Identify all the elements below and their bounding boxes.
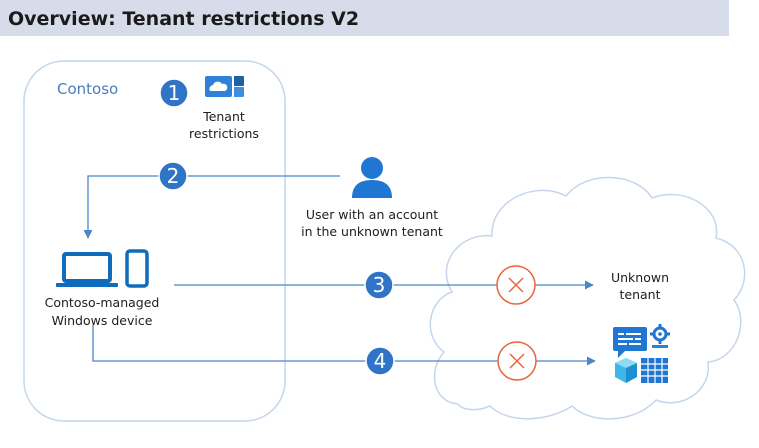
- app-resources-icon: [613, 324, 670, 383]
- user-label-line2: in the unknown tenant: [301, 224, 443, 239]
- block-icon: [497, 341, 537, 381]
- step-3-number: 3: [373, 273, 386, 297]
- tenant-restrictions-icon: [205, 76, 244, 97]
- user-label-line1: User with an account: [306, 207, 438, 222]
- tenant-restrictions-label-line1: Tenant: [202, 109, 245, 124]
- device-label-line1: Contoso-managed: [45, 295, 160, 310]
- tenant-restrictions-label-line2: restrictions: [189, 126, 259, 141]
- step-4-number: 4: [374, 349, 387, 373]
- contoso-label: Contoso: [57, 80, 118, 98]
- contoso-boundary: [23, 60, 286, 422]
- unknown-tenant-label-line2: tenant: [620, 287, 661, 302]
- step-1-number: 1: [168, 81, 181, 105]
- step-4-badge: [365, 346, 395, 376]
- phone-icon: [125, 249, 149, 288]
- step-4-connector: [92, 325, 596, 366]
- step-2-badge: [158, 161, 188, 191]
- step-2-connector: [83, 175, 340, 239]
- unknown-tenant-label-line1: Unknown: [611, 270, 669, 285]
- block-icon: [496, 265, 536, 305]
- step-2-number: 2: [167, 164, 180, 188]
- device-label-line2: Windows device: [52, 313, 153, 328]
- user-icon: [352, 157, 392, 198]
- page-title: Overview: Tenant restrictions V2: [0, 0, 729, 36]
- laptop-icon: [56, 252, 118, 287]
- cloud-shape: [429, 176, 746, 420]
- step-3-badge: [364, 270, 394, 300]
- step-1-badge: [159, 78, 189, 108]
